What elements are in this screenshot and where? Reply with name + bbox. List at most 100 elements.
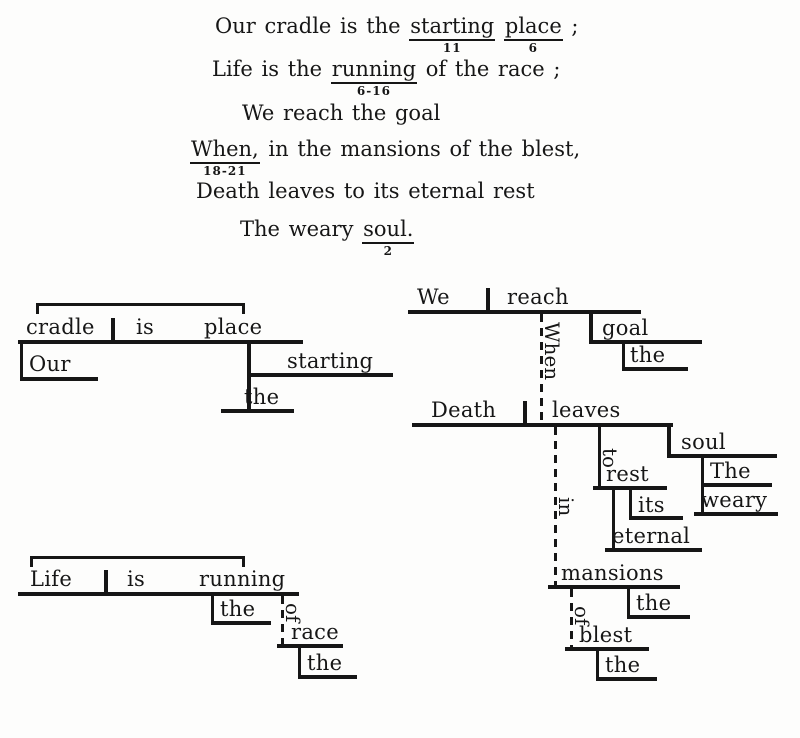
poem-text: Our cradle is the — [215, 14, 410, 38]
d2-race-the-connector — [298, 648, 301, 677]
d2-of-dashed-connector — [281, 596, 284, 646]
d3-blest-the-connector — [596, 651, 599, 680]
d2-bracket — [30, 556, 245, 559]
d3-its-shelf — [629, 516, 683, 520]
d1-our-shelf — [20, 377, 98, 381]
d3-goal-connector — [589, 312, 593, 344]
poem-line-6: The weary soul.2 — [240, 217, 415, 258]
d3-goal-the-connector — [622, 344, 625, 370]
d3-we-reach-divider — [486, 288, 490, 312]
word-life: Life — [30, 567, 73, 591]
poem-line-4: When, 18-21 in the mansions of the blest, — [190, 137, 581, 178]
d3-soul-the-shelf — [701, 483, 772, 487]
word-the-cap: The — [710, 459, 751, 483]
d2-the-connector — [211, 594, 214, 625]
ref-number: 6 — [528, 41, 538, 55]
word-the: the — [220, 597, 256, 621]
poem-text: in the mansions of the blest, — [259, 137, 581, 161]
d1-the-shelf — [221, 409, 294, 413]
d1-bracket-tick-left — [36, 303, 39, 314]
word-soul: soul — [681, 430, 726, 454]
poem-text: ; — [562, 14, 579, 38]
word-blest: blest — [579, 623, 633, 647]
d3-goal-the-shelf — [622, 367, 688, 371]
d2-bracket-tick-left — [30, 556, 33, 567]
poem-text: The weary — [240, 217, 363, 241]
word-is: is — [136, 315, 155, 339]
d1-starting-shelf — [247, 373, 393, 377]
ref-word: starting 11 — [409, 14, 496, 55]
ref-number: 2 — [383, 244, 393, 258]
d2-race-shelf — [277, 644, 343, 648]
ref-word: soul.2 — [362, 217, 415, 258]
word-the: the — [630, 343, 666, 367]
word-in-vertical: in — [554, 497, 578, 517]
word-race: race — [291, 620, 339, 644]
d3-blest-shelf — [565, 647, 649, 651]
word-goal: goal — [602, 316, 649, 340]
ref-word: running 6-16 — [330, 57, 418, 98]
d3-soul-shelf — [667, 454, 777, 458]
d3-baseline-we-reach — [408, 310, 641, 314]
d2-bracket-tick-right — [242, 556, 245, 567]
word-the: the — [244, 385, 280, 409]
word-the: the — [605, 653, 641, 677]
word-its: its — [638, 493, 665, 517]
d1-subject-verb-divider — [111, 318, 115, 342]
poem-line-5: Death leaves to its eternal rest — [196, 179, 535, 203]
d2-the-shelf — [211, 621, 271, 625]
word-cradle: cradle — [26, 315, 95, 339]
word-the: the — [307, 651, 343, 675]
word-weary: weary — [701, 488, 768, 512]
d3-mansions-the-connector — [627, 589, 630, 618]
ref-word: place 6 — [503, 14, 563, 55]
d3-its-connector — [629, 490, 632, 519]
word-place: place — [204, 315, 263, 339]
d2-subject-verb-divider — [104, 570, 108, 594]
word-leaves: leaves — [552, 398, 621, 422]
word-the: the — [636, 591, 672, 615]
d3-soul-connector — [667, 425, 671, 458]
poem-line-1: Our cradle is the starting 11 place 6 ; — [215, 14, 579, 55]
poem-text: We reach the goal — [242, 101, 441, 125]
d3-mansions-the-shelf — [627, 615, 690, 619]
d3-weary-connector — [701, 487, 704, 515]
d3-baseline-death-leaves — [412, 423, 673, 427]
word-is: is — [127, 567, 146, 591]
word-eternal: eternal — [612, 524, 691, 548]
d1-bracket — [36, 303, 245, 306]
ref-number: 18-21 — [203, 164, 247, 178]
ref-number: 6-16 — [356, 84, 391, 98]
ref-word-text: running — [331, 57, 417, 81]
d3-mansions-shelf — [548, 585, 680, 589]
poem-line-3: We reach the goal — [242, 101, 440, 125]
poem-text: Life is the — [212, 57, 331, 81]
d2-baseline — [18, 592, 299, 596]
d3-when-dashed-connector — [540, 314, 543, 424]
d3-of-dashed-connector — [570, 589, 573, 649]
word-rest: rest — [606, 462, 649, 486]
ref-word-text: starting — [410, 14, 495, 38]
d1-bracket-tick-right — [242, 303, 245, 314]
d3-soul-the-connector — [701, 458, 704, 486]
d1-baseline — [18, 340, 303, 344]
d3-death-leaves-divider — [523, 401, 527, 425]
d1-place-connector — [247, 342, 251, 413]
d3-goal-shelf — [589, 340, 702, 344]
ref-number: 11 — [442, 41, 462, 55]
word-running: running — [199, 567, 286, 591]
word-our: Our — [29, 352, 71, 376]
word-reach: reach — [507, 285, 569, 309]
ref-word-text: place — [504, 14, 562, 38]
word-we: We — [417, 285, 450, 309]
ref-word-text: When, — [191, 137, 259, 161]
poem-text — [495, 14, 504, 38]
d2-race-the-shelf — [298, 675, 357, 679]
d3-eternal-shelf — [605, 548, 702, 552]
word-when-vertical: When — [540, 322, 564, 381]
d1-our-connector — [20, 342, 23, 380]
word-death: Death — [431, 398, 497, 422]
d3-to-connector — [598, 427, 601, 489]
